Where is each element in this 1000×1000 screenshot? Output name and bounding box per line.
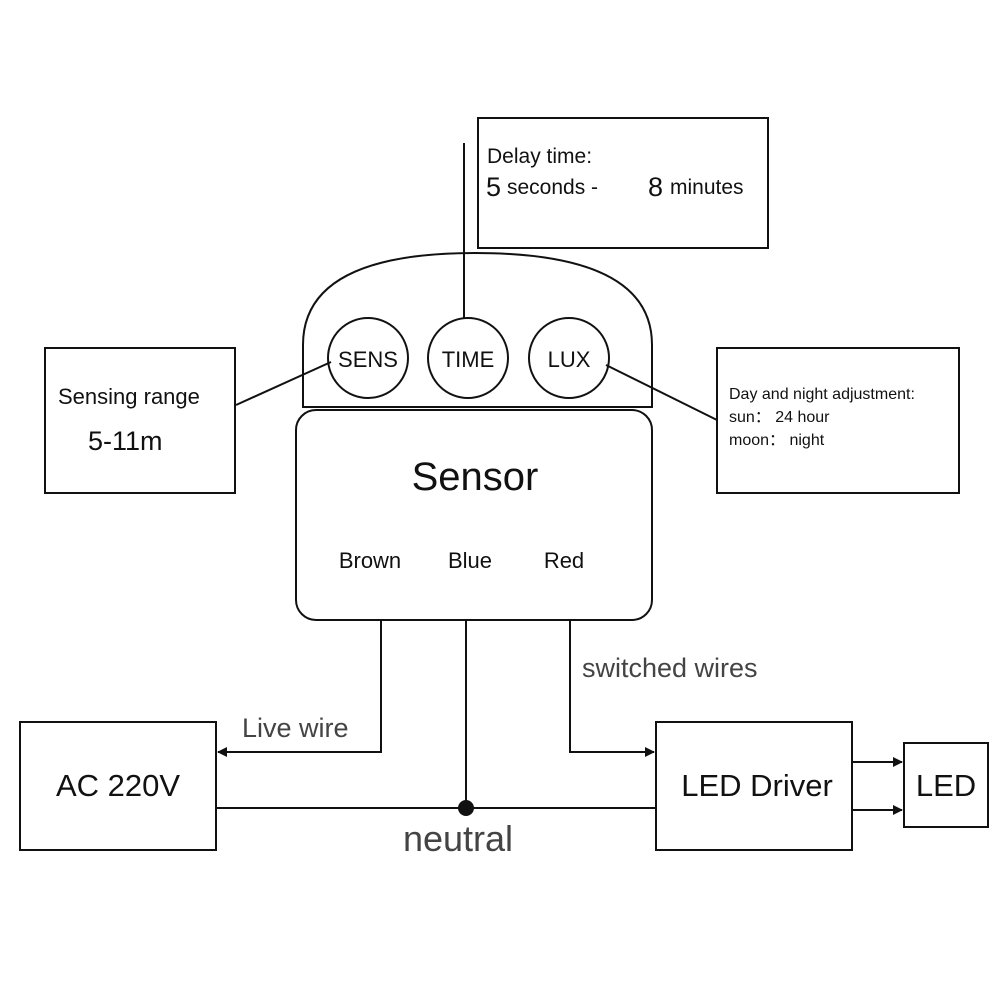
live-wire-label: Live wire [242, 713, 349, 743]
wire-label-red: Red [544, 548, 584, 573]
ac-source-box: AC 220V [19, 721, 217, 851]
neutral-label: neutral [403, 818, 513, 859]
switched-wire [569, 621, 655, 757]
day-night-moon: moon： night [729, 432, 825, 449]
sens-knob[interactable]: SENS [327, 317, 409, 399]
led-box: LED [903, 742, 989, 828]
led-driver-label: LED Driver [681, 768, 833, 803]
sens-knob-label: SENS [338, 347, 398, 372]
led-label: LED [916, 768, 976, 803]
sens-leader-line [235, 361, 332, 406]
day-night-title: Day and night adjustment: [729, 386, 915, 403]
day-night-sun: sun： 24 hour [729, 409, 830, 426]
sensing-range-value: 5-11m [88, 426, 163, 456]
time-knob[interactable]: TIME [427, 317, 509, 399]
neutral-junction-dot [458, 800, 474, 816]
ac-source-label: AC 220V [56, 768, 180, 803]
sensor-body: Sensor Brown Blue Red [295, 409, 653, 621]
led-driver-box: LED Driver [655, 721, 853, 851]
delay-time-box: Delay time: 5 seconds - 8 minutes [477, 117, 769, 249]
wire-label-brown: Brown [339, 548, 401, 573]
live-wire [217, 621, 382, 757]
knob-housing-dome [302, 251, 653, 408]
delay-max-number: 8 [648, 172, 663, 202]
time-knob-label: TIME [442, 347, 495, 372]
delay-time-title: Delay time: [487, 145, 592, 168]
delay-max-unit: minutes [670, 176, 744, 199]
switched-wire-label: switched wires [582, 653, 758, 683]
wire-label-blue: Blue [448, 548, 492, 573]
sensing-range-box: Sensing range 5-11m [44, 347, 236, 494]
lux-knob[interactable]: LUX [528, 317, 610, 399]
delay-min-number: 5 [486, 172, 501, 202]
lux-leader-line [605, 364, 718, 421]
sensing-range-title: Sensing range [58, 384, 200, 409]
lux-knob-label: LUX [548, 347, 591, 372]
sensor-title: Sensor [412, 455, 539, 499]
delay-min-unit: seconds - [507, 176, 598, 199]
day-night-box: Day and night adjustment: sun： 24 hour m… [716, 347, 960, 494]
